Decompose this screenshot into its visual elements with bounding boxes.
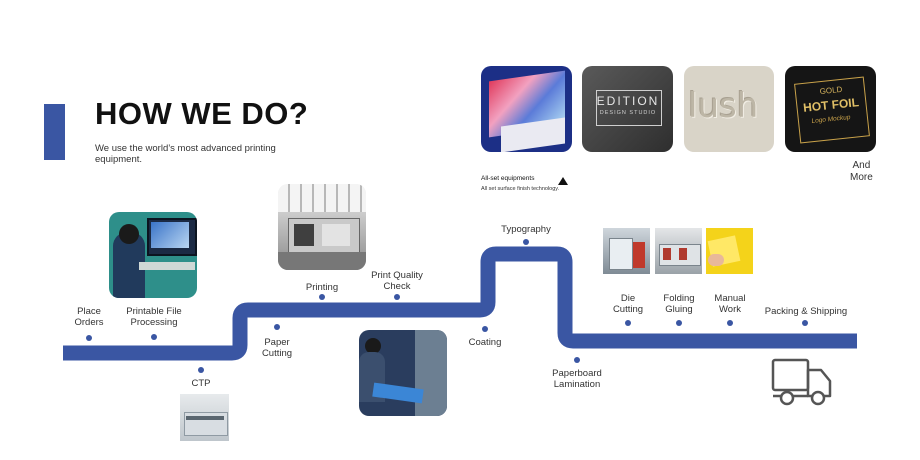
photo-printing-press xyxy=(278,184,366,270)
marker-printing xyxy=(319,294,325,300)
marker-printable-file xyxy=(151,334,157,340)
marker-print-quality xyxy=(394,294,400,300)
flow-line xyxy=(63,246,857,361)
step-folding-gluing: Folding Gluing xyxy=(663,293,695,315)
page-subtitle: We use the world’s most advanced printin… xyxy=(95,143,276,165)
lush-text: lush xyxy=(688,86,759,126)
photo-designer-workstation xyxy=(109,212,197,298)
equipment-heading: All-set equipments xyxy=(481,175,535,182)
step-printable-file: Printable File Processing xyxy=(126,306,182,328)
photo-manual-work xyxy=(706,228,753,274)
step-manual-work: Manual Work xyxy=(714,293,746,315)
photo-die-cutting xyxy=(603,228,650,274)
photo-quality-check xyxy=(359,330,447,416)
photo-embossed-sample: lush xyxy=(684,66,774,152)
edition-text-2: DESIGN STUDIO xyxy=(599,110,657,116)
photo-hot-foil-sample: GOLD HOT FOIL Logo Mockup xyxy=(785,66,876,152)
step-printing: Printing xyxy=(305,282,339,293)
accent-bar xyxy=(44,104,65,160)
truck-icon xyxy=(771,358,832,406)
step-coating: Coating xyxy=(468,337,502,348)
page-title: HOW WE DO? xyxy=(95,96,309,131)
marker-manual-work xyxy=(727,320,733,326)
photo-holographic-sample xyxy=(481,66,572,152)
marker-packing xyxy=(802,320,808,326)
and-more-label: And More xyxy=(850,160,873,183)
triangle-icon xyxy=(558,177,568,185)
marker-coating xyxy=(482,326,488,332)
marker-place-orders xyxy=(86,335,92,341)
step-ctp: CTP xyxy=(191,378,211,389)
marker-folding-gluing xyxy=(676,320,682,326)
marker-die-cutting xyxy=(625,320,631,326)
step-die-cutting: Die Cutting xyxy=(612,293,644,315)
marker-typography xyxy=(523,239,529,245)
edition-text-1: EDITION xyxy=(596,94,660,108)
step-typography: Typography xyxy=(501,224,551,235)
marker-lamination xyxy=(574,357,580,363)
step-lamination: Paperboard Lamination xyxy=(552,368,602,390)
photo-ctp-machine xyxy=(180,394,229,441)
photo-folding-gluing xyxy=(655,228,702,274)
marker-paper-cutting xyxy=(274,324,280,330)
photo-edition-sample: EDITION DESIGN STUDIO xyxy=(582,66,673,152)
equipment-text: All set surface finish technology. xyxy=(481,186,560,192)
step-print-quality: Print Quality Check xyxy=(371,270,423,292)
step-packing-shipping: Packing & Shipping xyxy=(764,306,848,317)
marker-ctp xyxy=(198,367,204,373)
step-place-orders: Place Orders xyxy=(74,306,104,328)
step-paper-cutting: Paper Cutting xyxy=(261,337,293,359)
